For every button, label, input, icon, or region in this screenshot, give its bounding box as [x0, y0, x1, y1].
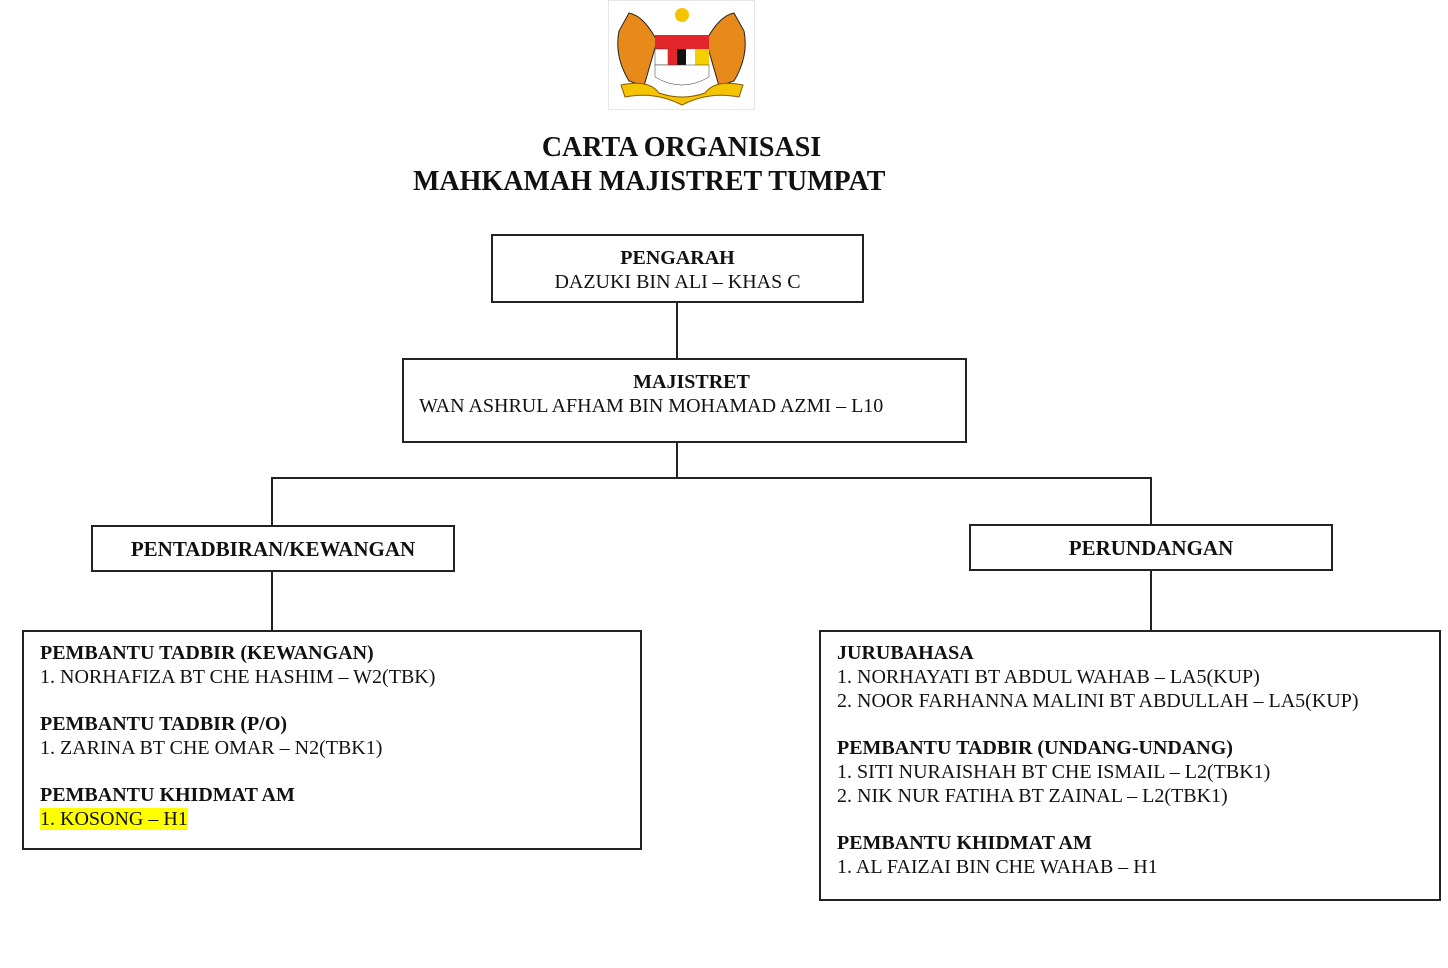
staff-member: 1. NORHAYATI BT ABDUL WAHAB – LA5(KUP): [837, 666, 1260, 688]
chart-subtitle: MAHKAMAH MAJISTRET TUMPAT: [413, 166, 886, 197]
group-heading: PEMBANTU KHIDMAT AM: [40, 784, 295, 806]
staff-member: 1. NORHAFIZA BT CHE HASHIM – W2(TBK): [40, 666, 436, 688]
pengarah-box: PENGARAH DAZUKI BIN ALI – KHAS C: [491, 234, 864, 303]
connector-line: [271, 477, 273, 525]
pengarah-name: DAZUKI BIN ALI – KHAS C: [554, 271, 801, 293]
staff-member: 1. ZARINA BT CHE OMAR – N2(TBK1): [40, 737, 383, 759]
staff-member: 1. SITI NURAISHAH BT CHE ISMAIL – L2(TBK…: [837, 761, 1271, 783]
connector-line: [271, 571, 273, 631]
group-heading: PEMBANTU TADBIR (P/O): [40, 713, 288, 735]
group-heading: JURUBAHASA: [837, 642, 974, 664]
division-box-perundangan: PERUNDANGAN: [969, 524, 1333, 571]
pengarah-role: PENGARAH: [620, 247, 735, 269]
division-title: PERUNDANGAN: [1068, 536, 1234, 560]
connector-line: [271, 477, 1152, 479]
staff-member: 1. AL FAIZAI BIN CHE WAHAB – H1: [837, 856, 1158, 878]
chart-title: CARTA ORGANISASI: [541, 132, 822, 163]
staff-box-perundangan: JURUBAHASA 1. NORHAYATI BT ABDUL WAHAB –…: [819, 630, 1441, 901]
staff-box-pentadbiran: PEMBANTU TADBIR (KEWANGAN) 1. NORHAFIZA …: [22, 630, 642, 850]
majistret-role: MAJISTRET: [633, 371, 750, 393]
staff-member: 2. NOOR FARHANNA MALINI BT ABDULLAH – LA…: [837, 690, 1359, 712]
majistret-box: MAJISTRET WAN ASHRUL AFHAM BIN MOHAMAD A…: [402, 358, 967, 443]
group-heading: PEMBANTU KHIDMAT AM: [837, 832, 1092, 854]
division-box-pentadbiran: PENTADBIRAN/KEWANGAN: [91, 525, 455, 572]
coat-of-arms-logo: [608, 0, 755, 110]
majistret-name: WAN ASHRUL AFHAM BIN MOHAMAD AZMI – L10: [419, 395, 884, 417]
staff-member: 2. NIK NUR FATIHA BT ZAINAL – L2(TBK1): [837, 785, 1228, 807]
connector-line: [676, 302, 678, 359]
connector-line: [676, 442, 678, 479]
connector-line: [1150, 477, 1152, 525]
division-title: PENTADBIRAN/KEWANGAN: [130, 537, 416, 561]
group-heading: PEMBANTU TADBIR (UNDANG-UNDANG): [837, 737, 1233, 759]
connector-line: [1150, 570, 1152, 631]
group-heading: PEMBANTU TADBIR (KEWANGAN): [40, 642, 374, 664]
staff-member-vacant: 1. KOSONG – H1: [40, 808, 188, 830]
